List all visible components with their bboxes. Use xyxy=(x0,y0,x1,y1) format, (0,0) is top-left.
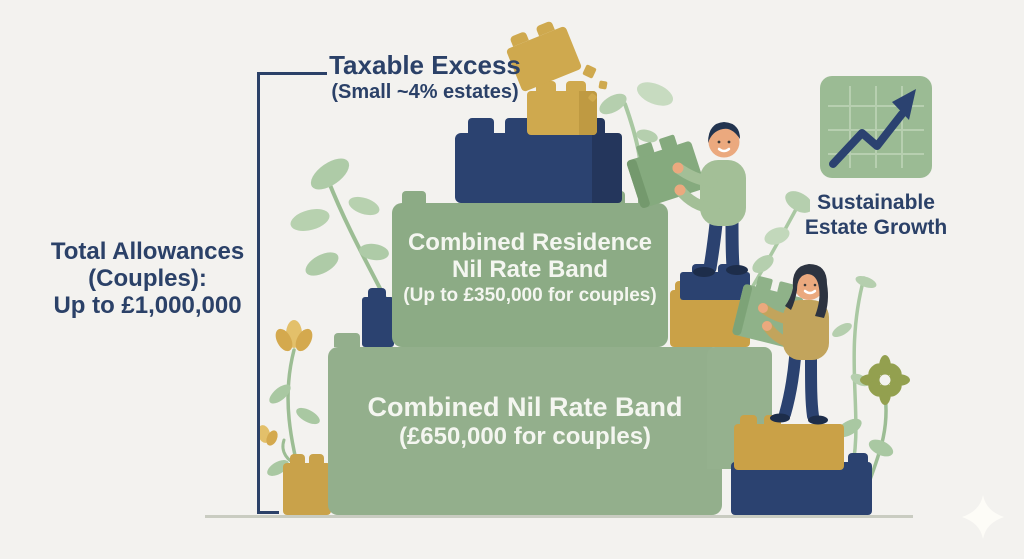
plant-left-large xyxy=(290,158,392,310)
growth-badge xyxy=(820,76,932,178)
flower-right xyxy=(836,355,910,514)
taxable-excess-label: Taxable Excess (Small ~4% estates) xyxy=(315,50,535,104)
taxable-excess-title: Taxable Excess xyxy=(329,50,521,80)
sustainable-growth-line2: Estate Growth xyxy=(804,216,948,239)
flower-plant-left xyxy=(257,320,320,514)
bracket-vertical xyxy=(257,72,260,514)
lego-brick-gold-top xyxy=(527,81,597,135)
lego-brick-navy-woman xyxy=(731,453,872,515)
sustainable-growth-line1: Sustainable xyxy=(817,191,935,214)
lego-brick-gold-woman xyxy=(734,415,844,470)
nil-rate-band-subtitle: (£650,000 for couples) xyxy=(398,423,652,450)
total-allowances-line3: Up to £1,000,000 xyxy=(53,292,242,319)
bracket-bottom-tick xyxy=(257,511,279,514)
residence-band-block: Combined Residence Nil Rate Band (Up to … xyxy=(392,191,668,347)
taxable-excess-subtitle: (Small ~4% estates) xyxy=(331,81,519,103)
sparkle-icon xyxy=(962,495,1004,539)
gold-crumb xyxy=(582,64,597,79)
residence-band-line2: Nil Rate Band xyxy=(451,256,609,283)
lego-brick-navy-large xyxy=(455,118,622,203)
total-allowances-label: Total Allowances (Couples): Up to £1,000… xyxy=(40,238,255,319)
flower-head xyxy=(860,355,910,405)
nil-rate-band-title: Combined Nil Rate Band xyxy=(367,392,683,422)
sustainable-growth-label: Sustainable Estate Growth xyxy=(790,190,962,240)
ground-line xyxy=(205,515,913,518)
plant-branch-right xyxy=(751,191,810,288)
lego-brick-gold-bottom-left xyxy=(283,454,331,515)
total-allowances-line2: (Couples): xyxy=(88,265,207,292)
lego-brick-navy-small xyxy=(362,288,394,347)
total-allowances-line1: Total Allowances xyxy=(50,238,245,265)
man-illustration xyxy=(626,122,748,277)
nil-rate-band-block: Combined Nil Rate Band (£650,000 for cou… xyxy=(328,333,722,515)
woman-illustration xyxy=(732,264,829,425)
gold-crumb xyxy=(598,80,608,90)
residence-band-subtitle: (Up to £350,000 for couples) xyxy=(403,285,657,306)
residence-band-line1: Combined Residence xyxy=(407,229,653,256)
growth-chart-icon xyxy=(828,86,924,168)
bracket-top-tick xyxy=(257,72,327,75)
